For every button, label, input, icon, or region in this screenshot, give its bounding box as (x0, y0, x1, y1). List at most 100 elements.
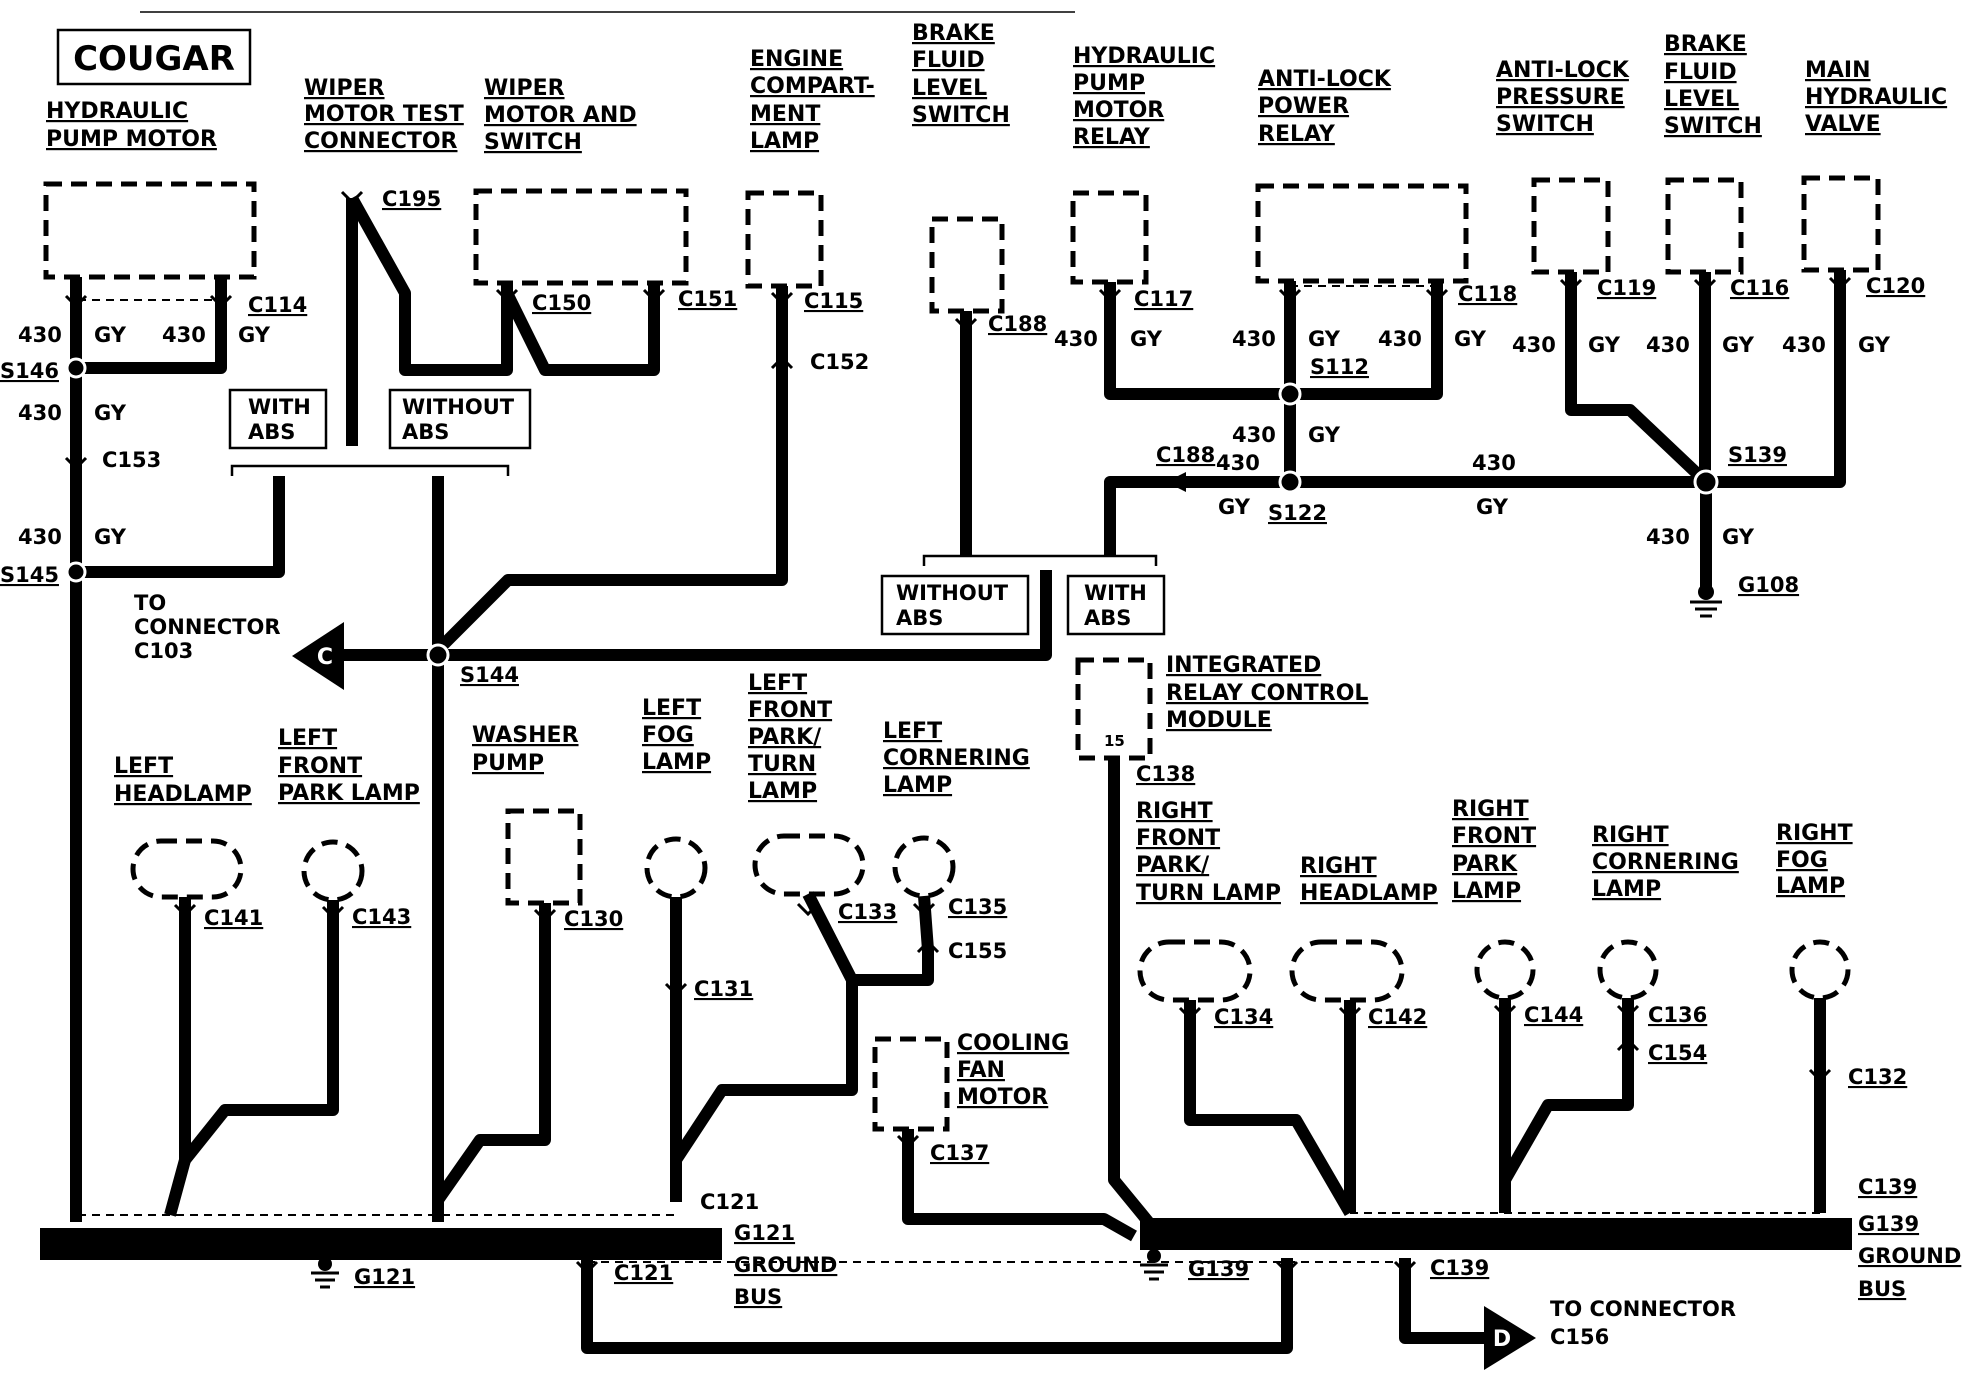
anti-lock-power-relay-label-1: ANTI-LOCK (1258, 67, 1392, 92)
svg-text:430: 430 (1232, 327, 1276, 351)
g108-ground-icon (1690, 584, 1722, 618)
abs-option-bracket-right (922, 554, 1158, 566)
brake-fluid-level-switch-2-label-1: BRAKE (1664, 32, 1747, 57)
without-abs-left-line2: ABS (402, 420, 449, 444)
s145-label: S145 (0, 563, 59, 587)
g121-ground-bus (40, 1228, 722, 1260)
hydraulic-pump-motor-relay-component (1070, 190, 1149, 285)
c150-label: C150 (532, 291, 591, 315)
to-c103-label-2: CONNECTOR (134, 615, 281, 639)
connector-labels: C114 C195 C150 C151 C115 C152 C188 C117 … (102, 187, 1925, 1285)
splice-s145-node (65, 561, 87, 583)
with-abs-box-right (1066, 574, 1166, 636)
integrated-relay-control-module-label-3: MODULE (1166, 708, 1272, 733)
c151-label: C151 (678, 287, 737, 311)
without-abs-right-line1: WITHOUT (896, 581, 1009, 605)
without-abs-left-line1: WITHOUT (402, 395, 515, 419)
engine-compartment-lamp-component (745, 190, 824, 289)
engine-compartment-lamp-label-3: MENT (750, 102, 820, 127)
right-front-park-turn-lamp-bulb (1137, 939, 1253, 1003)
connector-ticks (64, 190, 1852, 1275)
hydraulic-pump-motor-component (43, 181, 257, 280)
right-front-park-turn-lamp-label-2: FRONT (1136, 826, 1220, 851)
c152-label: C152 (810, 350, 869, 374)
c141-label: C141 (204, 906, 263, 930)
left-fog-lamp-label-2: FOG (642, 723, 694, 748)
right-front-park-lamp-label-2: FRONT (1452, 824, 1536, 849)
svg-text:430: 430 (1216, 451, 1260, 475)
splice-labels: S146 S145 S144 S112 S122 S139 (0, 355, 1787, 687)
c195-label: C195 (382, 187, 441, 211)
hydraulic-pump-motor-label-1: HYDRAULIC (46, 99, 188, 124)
svg-text:D: D (1493, 1327, 1511, 1352)
c188-arrow (1166, 472, 1186, 492)
cooling-fan-motor-label-2: FAN (957, 1058, 1005, 1083)
c144-label: C144 (1524, 1003, 1583, 1027)
c154-label: C154 (1648, 1041, 1707, 1065)
right-front-park-lamp-label-3: PARK (1452, 852, 1518, 877)
washer-pump-label-1: WASHER (472, 723, 579, 748)
left-front-park-turn-lamp-label-2: FRONT (748, 698, 832, 723)
with-abs-right-line1: WITH (1084, 581, 1147, 605)
left-cornering-lamp-label-3: LAMP (883, 773, 952, 798)
hydraulic-pump-motor-relay-label-2: PUMP (1073, 71, 1145, 96)
brake-fluid-level-switch-1-label-1: BRAKE (912, 21, 995, 46)
svg-text:430: 430 (1232, 423, 1276, 447)
g108-label: G108 (1738, 573, 1799, 597)
left-headlamp-lamp (130, 838, 244, 900)
main-hydraulic-valve-label-3: VALVE (1805, 112, 1881, 137)
c115-label: C115 (804, 289, 863, 313)
svg-text:430: 430 (1512, 333, 1556, 357)
brake-fluid-level-switch-2-component (1665, 177, 1744, 275)
c139-lower-label: C139 (1430, 1256, 1489, 1280)
splice-s144-node (426, 643, 450, 667)
svg-text:GY: GY (1308, 423, 1341, 447)
g139-bus-label-3: BUS (1858, 1277, 1906, 1301)
washer-pump-component (505, 808, 583, 906)
svg-text:430: 430 (162, 323, 206, 347)
left-front-park-turn-lamp-bulb (752, 833, 866, 897)
with-abs-box-left (228, 388, 328, 450)
wiper-motor-and-switch-label-1: WIPER (484, 76, 565, 101)
c121-upper-label: C121 (700, 1190, 759, 1214)
with-abs-left-line2: ABS (248, 420, 295, 444)
to-c156-label-2: C156 (1550, 1325, 1609, 1349)
svg-text:GY: GY (1476, 495, 1509, 519)
svg-text:GY: GY (1858, 333, 1891, 357)
right-front-park-turn-lamp-label-1: RIGHT (1136, 799, 1213, 824)
svg-text:430: 430 (1378, 327, 1422, 351)
page-title: COUGAR (73, 39, 235, 79)
svg-text:GY: GY (1130, 327, 1163, 351)
c119-label: C119 (1597, 276, 1656, 300)
svg-text:GY: GY (1588, 333, 1621, 357)
offpage-arrow-d: D (1484, 1306, 1536, 1370)
c130-label: C130 (564, 907, 623, 931)
c153-label: C153 (102, 448, 161, 472)
main-hydraulic-valve-label-1: MAIN (1805, 58, 1871, 83)
wiper-motor-and-switch-label-2: MOTOR AND (484, 103, 637, 128)
c139-upper-label: C139 (1858, 1175, 1917, 1199)
splice-s122-node (1278, 470, 1302, 494)
to-c156-label-1: TO CONNECTOR (1550, 1297, 1736, 1321)
svg-text:GY: GY (1218, 495, 1251, 519)
left-cornering-lamp-bulb (892, 835, 956, 899)
to-c103-label-1: TO (134, 591, 166, 615)
c138-label: C138 (1136, 762, 1195, 786)
right-cornering-lamp-label-2: CORNERING (1592, 850, 1739, 875)
s146-label: S146 (0, 359, 59, 383)
anti-lock-power-relay-label-3: RELAY (1258, 122, 1336, 147)
svg-text:GY: GY (1454, 327, 1487, 351)
right-front-park-turn-lamp-label-4: TURN LAMP (1136, 881, 1281, 906)
svg-text:GY: GY (1722, 525, 1755, 549)
right-front-park-turn-lamp-label-3: PARK/ (1136, 853, 1210, 878)
g121-label: G121 (354, 1265, 415, 1289)
anti-lock-pressure-switch-label-3: SWITCH (1496, 112, 1594, 137)
c114-label: C114 (248, 293, 307, 317)
svg-text:GY: GY (94, 401, 127, 425)
wire-labels: 430 GY 430 GY 430 GY 430 GY 430 GY 430 G… (18, 323, 1891, 549)
svg-text:C: C (317, 645, 333, 670)
c137-label: C137 (930, 1141, 989, 1165)
svg-text:GY: GY (238, 323, 271, 347)
svg-text:GY: GY (94, 525, 127, 549)
g121-bus-label-3: BUS (734, 1285, 782, 1309)
